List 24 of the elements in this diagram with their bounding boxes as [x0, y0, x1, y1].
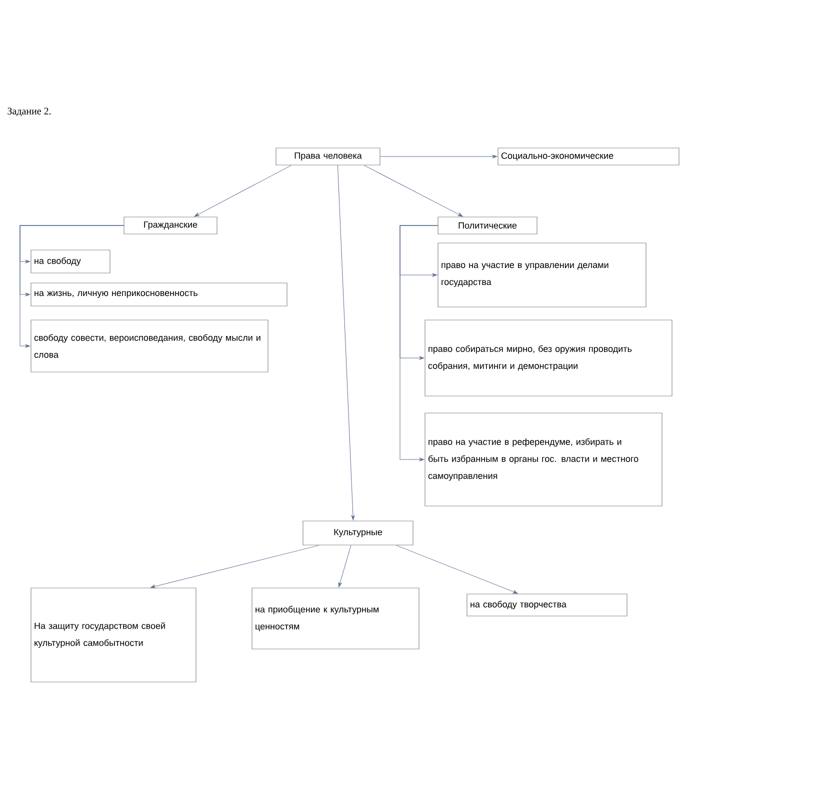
arrow [337, 165, 355, 520]
arrow [150, 545, 320, 588]
task-heading: Задание 2. [8, 108, 51, 116]
arrow [380, 154, 498, 158]
arrow [20, 225, 124, 348]
arrow [338, 545, 352, 588]
category-box: Социально-экономические [498, 148, 680, 166]
rights-box: на жизнь, личную неприкосновенность [30, 282, 288, 306]
rights-box: право на участие в референдуме, избирать и быть избранным в органы гос. власти и местного самоуправления [424, 412, 662, 506]
rights-box: На защиту государством своей культурной самобытности [30, 588, 196, 682]
category-box: Права человека [276, 148, 380, 166]
rights-box: свободу совести, вероисповедания, свободу мысли и слова [30, 320, 268, 372]
arrow [400, 225, 438, 462]
arrow [396, 545, 518, 594]
rights-box: право собираться мирно, без оружия проводить собрания, митинги и демонстрации [424, 320, 672, 396]
rights-box: на приобщение к культурным ценностям [252, 588, 420, 650]
category-box: Политические [438, 216, 538, 234]
arrow [364, 165, 463, 217]
arrow [194, 165, 292, 217]
category-box: Культурные [302, 520, 414, 546]
rights-box: на свободу [30, 250, 110, 274]
rights-box: право на участие в управлении делами государства [438, 242, 646, 308]
category-box: Гражданские [124, 216, 218, 234]
rights-box: на свободу творчества [466, 594, 628, 616]
